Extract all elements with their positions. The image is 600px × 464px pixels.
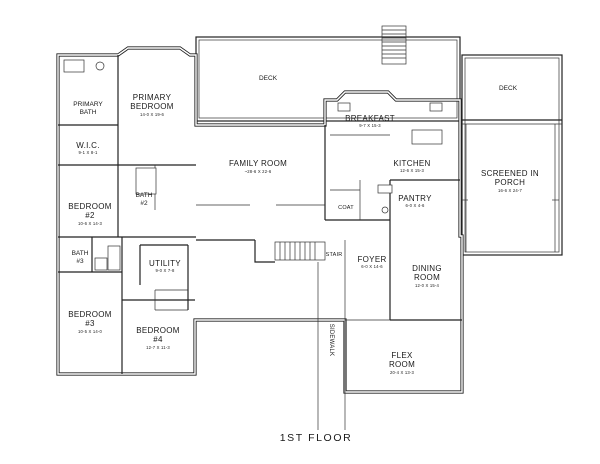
flex-label-2: ROOM (389, 360, 415, 369)
dining-label-1: DINING (412, 264, 442, 273)
bedroom3-label-2: #3 (85, 319, 95, 328)
utility-dims: 9-0 X 7-8 (155, 268, 174, 273)
floor-title: 1ST FLOOR (280, 432, 353, 444)
pantry-dims: 6-0 X 4-6 (405, 203, 424, 208)
primary-bath-label-1: PRIMARY (73, 101, 103, 108)
foyer-dims: 6-0 X 14-6 (361, 264, 383, 269)
family-room-label: FAMILY ROOM (229, 159, 287, 168)
bath3-label-2: #3 (76, 258, 84, 265)
breakfast-dims: 9-7 X 15-3 (359, 123, 381, 128)
flex-dims: 20-4 X 13-3 (390, 370, 415, 375)
house-walls (56, 46, 464, 394)
kitchen-label: KITCHEN (393, 159, 430, 168)
primary-bedroom-label-2: BEDROOM (130, 102, 173, 111)
primary-bath-label-2: BATH (80, 109, 97, 116)
porch-dims: 16-6 X 24-7 (498, 188, 523, 193)
primary-bedroom-label-1: PRIMARY (133, 93, 172, 102)
deck-right-and-porch (461, 54, 563, 256)
bedroom2-label-2: #2 (85, 211, 95, 220)
fixtures (63, 59, 443, 271)
dining-dims: 12-0 X 15-4 (415, 283, 440, 288)
sidewalk-label: SIDEWALK (328, 324, 334, 356)
porch-label-2: PORCH (495, 178, 525, 187)
bedroom4-label-2: #4 (153, 335, 163, 344)
kitchen-dims: 12-6 X 15-3 (400, 168, 425, 173)
deck-stair (381, 25, 407, 65)
deck-main-label: DECK (259, 75, 278, 82)
dining-label-2: ROOM (414, 273, 440, 282)
pantry-label: PANTRY (398, 194, 432, 203)
coat-label: COAT (338, 205, 354, 211)
deck-main (195, 36, 461, 122)
bedroom3-label-1: BEDROOM (68, 310, 111, 319)
bath2-label-1: BATH (136, 192, 153, 199)
deck-right-label: DECK (499, 85, 518, 92)
flex-label-1: FLEX (391, 351, 413, 360)
bath3-label-1: BATH (72, 250, 89, 257)
wic-label: W.I.C. (76, 141, 100, 150)
stair-label: STAIR (326, 252, 343, 258)
wic-dims: 9-1 X 8-1 (78, 150, 97, 155)
porch-label-1: SCREENED IN (481, 169, 539, 178)
sidewalk (317, 262, 346, 430)
bedroom2-label-1: BEDROOM (68, 202, 111, 211)
utility-label: UTILITY (149, 259, 181, 268)
bedroom2-dims: 10-6 X 14-3 (78, 221, 103, 226)
bedroom4-label-1: BEDROOM (136, 326, 179, 335)
foyer-label: FOYER (357, 255, 386, 264)
breakfast-label: BREAKFAST (345, 114, 395, 123)
bath2-label-2: #2 (140, 200, 148, 207)
interior-walls (58, 55, 462, 374)
bedroom3-dims: 10-5 X 14-0 (78, 329, 103, 334)
primary-bedroom-dims: 14-0 X 19-6 (140, 112, 165, 117)
family-room-dims: ~28-6 X 22-6 (245, 169, 272, 174)
bedroom4-dims: 12-7 X 11-3 (146, 345, 170, 350)
